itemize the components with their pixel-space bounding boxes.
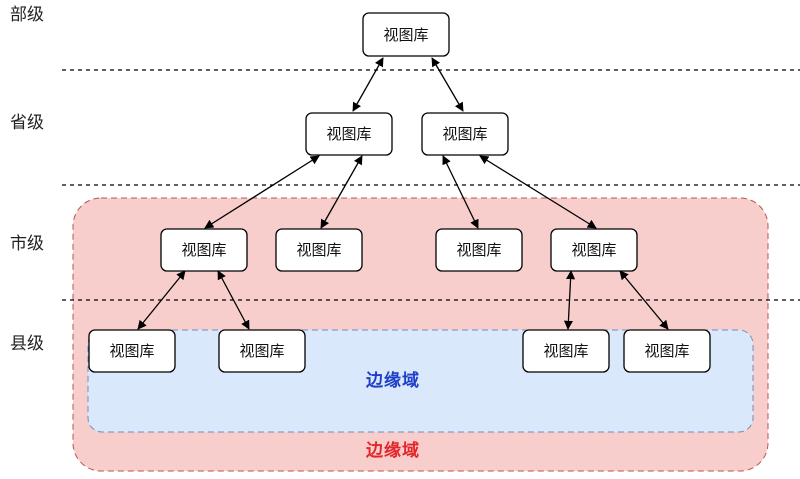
connector-city-4-county-4 [619, 270, 669, 330]
node-province-right-view-library[interactable]: 视图库 [421, 112, 509, 156]
level-label-ministry: 部级 [10, 5, 44, 25]
node-city-2-view-library[interactable]: 视图库 [275, 228, 363, 272]
node-city-3-view-library[interactable]: 视图库 [435, 228, 523, 272]
node-province-left-view-library[interactable]: 视图库 [305, 112, 393, 156]
node-city-3-label: 视图库 [456, 241, 501, 259]
connector-province-left-city-1 [204, 155, 320, 229]
node-county-2-label: 视图库 [239, 342, 284, 360]
node-city-2-label: 视图库 [296, 241, 341, 259]
connector-province-left-city-2 [320, 155, 363, 229]
node-city-4-label: 视图库 [571, 241, 616, 259]
outer-edge-domain-label: 边缘域 [365, 440, 420, 461]
node-county-3-view-library[interactable]: 视图库 [522, 329, 610, 373]
level-label-province: 省级 [10, 113, 44, 133]
node-county-1-view-library[interactable]: 视图库 [88, 329, 176, 373]
node-county-1-label: 视图库 [109, 342, 154, 360]
node-city-4-view-library[interactable]: 视图库 [550, 228, 638, 272]
inner-edge-domain-label: 边缘域 [365, 370, 420, 391]
node-city-1-view-library[interactable]: 视图库 [160, 228, 248, 272]
connector-city-4-county-3 [563, 270, 576, 330]
node-province-left-label: 视图库 [326, 125, 371, 143]
node-top-label: 视图库 [383, 26, 428, 44]
connector-city-1-county-1 [137, 270, 186, 330]
connector-province-right-city-4 [479, 155, 597, 229]
connector-city-1-county-2 [217, 270, 250, 330]
node-top-view-library[interactable]: 视图库 [362, 12, 450, 57]
level-label-county: 县级 [10, 334, 44, 354]
node-county-4-label: 视图库 [644, 342, 689, 360]
node-county-4-view-library[interactable]: 视图库 [623, 329, 711, 373]
level-label-city: 市级 [10, 234, 44, 254]
connector-province-right-city-3 [442, 155, 479, 229]
connector-top-province-left [352, 57, 384, 112]
node-city-1-label: 视图库 [181, 241, 226, 259]
connector-top-province-right [431, 57, 464, 112]
node-county-2-view-library[interactable]: 视图库 [218, 329, 306, 373]
node-province-right-label: 视图库 [442, 125, 487, 143]
node-county-3-label: 视图库 [543, 342, 588, 360]
